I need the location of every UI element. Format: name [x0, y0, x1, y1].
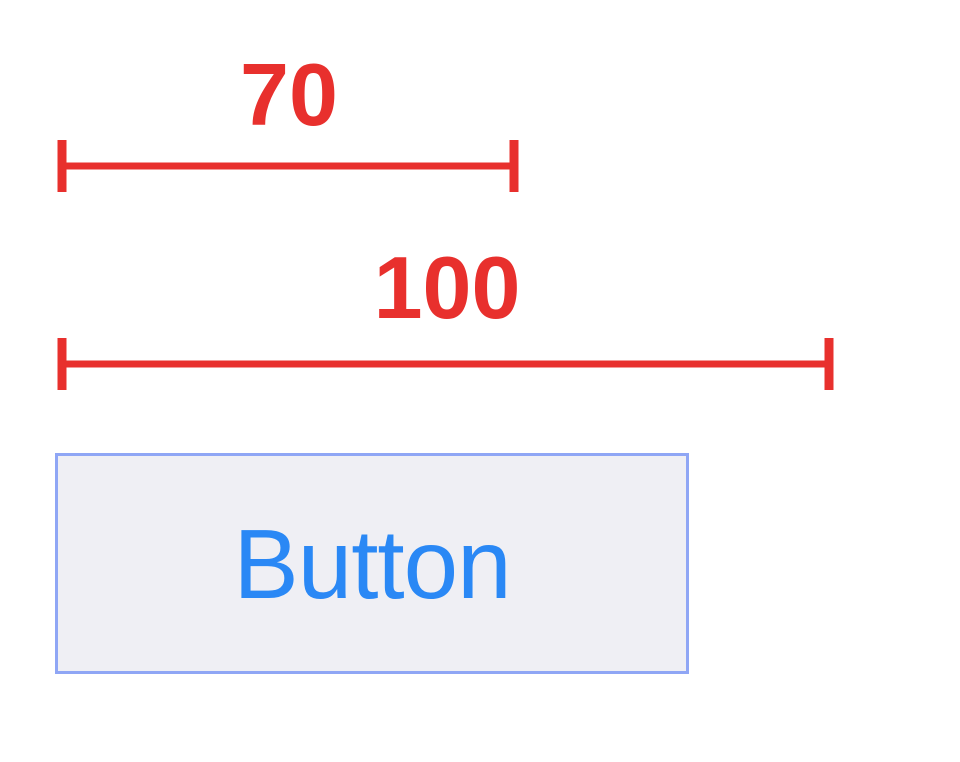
measurement-70: 70: [57, 45, 519, 192]
measurement-100-label: 100: [374, 238, 521, 337]
button-label: Button: [233, 508, 511, 619]
width-measurements: 70 100: [57, 45, 834, 390]
demo-button[interactable]: Button: [55, 453, 689, 674]
measurement-100: 100: [57, 238, 834, 390]
measurement-70-label: 70: [240, 45, 338, 144]
